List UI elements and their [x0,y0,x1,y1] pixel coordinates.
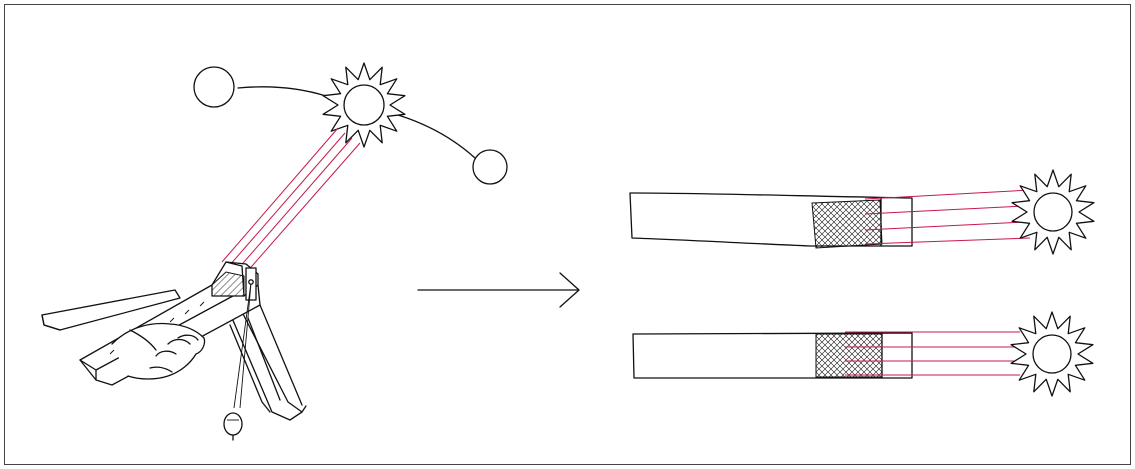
plumb-line [233,282,252,409]
orbit-arc-left [237,86,327,97]
tube-aligned-crosshatch [815,333,883,378]
sun-disc [343,84,385,126]
sun-icon-top-right [1011,169,1095,255]
hand-icon [111,322,206,380]
moon-icon-left [193,66,235,108]
plumb-bob-icon [223,412,243,441]
sun-disc [1032,334,1072,374]
light-rays-main [221,127,361,275]
sun-icon-bottom-right [1010,311,1094,397]
frame-border [4,4,1131,465]
tube-aligned [632,311,1094,397]
light-rays-aligned [845,331,1020,376]
arrow-right-icon [417,272,580,308]
tube-misaligned [629,169,1095,255]
plank-leg-right [231,307,303,421]
sight-block-hatched-face [211,271,245,297]
instrument-scene [41,62,508,441]
sun-disc [1033,192,1073,232]
light-rays-misaligned [864,189,1031,245]
orbit-arc-right [397,114,476,159]
tube-misaligned-crosshatch [811,199,883,249]
sun-icon [322,62,406,148]
moon-icon-right [472,149,508,185]
